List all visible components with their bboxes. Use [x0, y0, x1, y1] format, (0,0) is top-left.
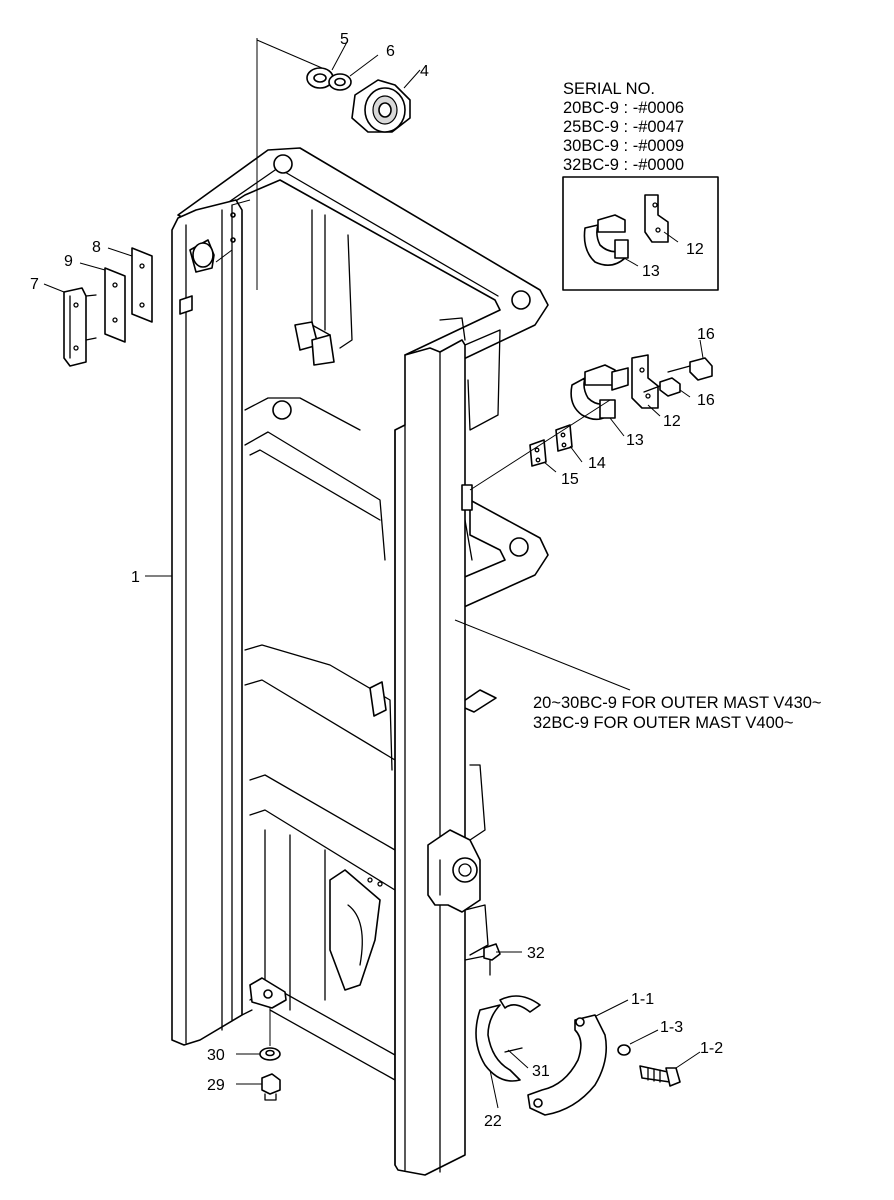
bearing-assembly [189, 67, 411, 273]
label-part-29: 29 [207, 1077, 225, 1094]
label-part-16-top: 16 [697, 326, 715, 343]
label-part-15: 15 [561, 471, 579, 488]
label-part-31: 31 [532, 1063, 550, 1080]
label-part-5: 5 [340, 31, 349, 48]
leader-lines [43, 38, 704, 1109]
label-part-14: 14 [588, 455, 606, 472]
label-part-30: 30 [207, 1047, 225, 1064]
serial-line-1: 20BC-9 : -#0006 [563, 99, 684, 117]
label-part-1-3: 1-3 [660, 1019, 683, 1036]
label-part-1-1: 1-1 [631, 991, 654, 1008]
label-part-1: 1 [131, 569, 140, 586]
label-part-7: 7 [30, 276, 39, 293]
label-part-8: 8 [92, 239, 101, 256]
serial-number-box [562, 176, 719, 291]
trunnion-cap-assembly [475, 943, 681, 1116]
label-part-9: 9 [64, 253, 73, 270]
label-part-13-box: 13 [642, 263, 660, 280]
label-part-12: 12 [663, 413, 681, 430]
label-part-32: 32 [527, 945, 545, 962]
mast-note-line-2: 32BC-9 FOR OUTER MAST V400~ [533, 714, 794, 732]
serial-line-2: 25BC-9 : -#0047 [563, 118, 684, 136]
outer-mast-frame [171, 147, 549, 1176]
bottom-fasteners [259, 1047, 281, 1101]
label-part-13: 13 [626, 432, 644, 449]
serial-line-3: 30BC-9 : -#0009 [563, 137, 684, 155]
mast-note-line-1: 20~30BC-9 FOR OUTER MAST V430~ [533, 694, 822, 712]
label-part-4: 4 [420, 63, 429, 80]
label-part-22: 22 [484, 1113, 502, 1130]
serial-line-4: 32BC-9 : -#0000 [563, 156, 684, 174]
label-part-12-box: 12 [686, 241, 704, 258]
hose-clamp-assembly [529, 354, 713, 467]
serial-title: SERIAL NO. [563, 80, 655, 98]
label-part-6: 6 [386, 43, 395, 60]
label-part-1-2: 1-2 [700, 1040, 723, 1057]
side-roller-plates [63, 247, 153, 367]
label-part-16: 16 [697, 392, 715, 409]
